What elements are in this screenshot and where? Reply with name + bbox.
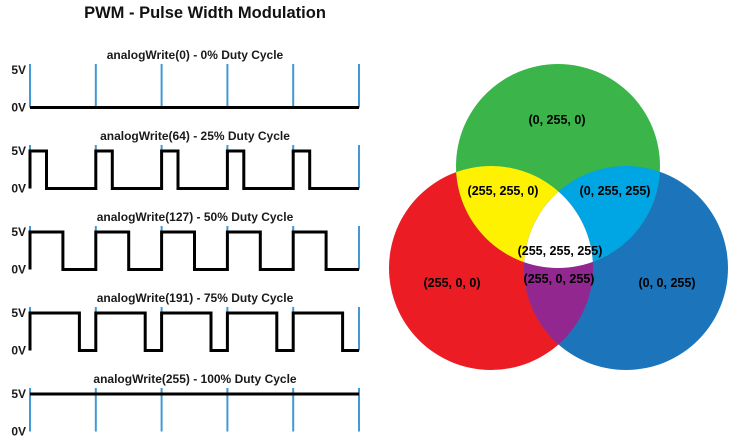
panel-label: analogWrite(0) - 0% Duty Cycle (107, 48, 284, 62)
pwm-waveform-chart: analogWrite(0) - 0% Duty Cycle5V0Vanalog… (11, 48, 360, 436)
venn-label-white: (255, 255, 255) (518, 244, 603, 258)
venn-label-green: (0, 255, 0) (529, 113, 586, 127)
rgb-venn-diagram: (0, 255, 0) (255, 255, 0) (0, 255, 255) (25… (389, 64, 728, 370)
panel-label: analogWrite(255) - 100% Duty Cycle (93, 372, 297, 386)
ylabel-0v: 0V (11, 263, 26, 277)
ylabel-5v: 5V (11, 387, 26, 401)
pwm-panel-3: analogWrite(191) - 75% Duty Cycle 5V 0V (11, 291, 360, 358)
venn-label-magenta: (255, 0, 255) (524, 272, 595, 286)
ylabel-5v: 5V (11, 144, 26, 158)
panel-label: analogWrite(127) - 50% Duty Cycle (97, 210, 294, 224)
venn-label-yellow: (255, 255, 0) (468, 184, 539, 198)
ylabel-5v: 5V (11, 225, 26, 239)
page-title: PWM - Pulse Width Modulation (84, 4, 326, 22)
ylabel-0v: 0V (11, 182, 26, 196)
ylabel-5v: 5V (11, 63, 26, 77)
waveform-75-duty (28, 311, 359, 352)
pwm-panel-2: analogWrite(127) - 50% Duty Cycle 5V 0V (11, 210, 360, 277)
pwm-panel-1: analogWrite(64) - 25% Duty Cycle 5V 0V (11, 129, 360, 196)
ylabel-0v: 0V (11, 344, 26, 358)
pwm-panel-0: analogWrite(0) - 0% Duty Cycle 5V 0V (11, 48, 360, 115)
panel-label: analogWrite(64) - 25% Duty Cycle (100, 129, 290, 143)
ylabel-0v: 0V (11, 425, 26, 436)
waveform-50-duty (28, 230, 359, 271)
pwm-panel-4: analogWrite(255) - 100% Duty Cycle 5V 0V (11, 372, 360, 436)
panel-label: analogWrite(191) - 75% Duty Cycle (97, 291, 294, 305)
venn-label-red: (255, 0, 0) (424, 276, 481, 290)
venn-label-blue: (0, 0, 255) (639, 276, 696, 290)
ylabel-0v: 0V (11, 101, 26, 115)
waveform-25-duty (28, 149, 359, 190)
overlap-white (524, 166, 593, 268)
venn-label-cyan: (0, 255, 255) (580, 184, 651, 198)
ylabel-5v: 5V (11, 306, 26, 320)
